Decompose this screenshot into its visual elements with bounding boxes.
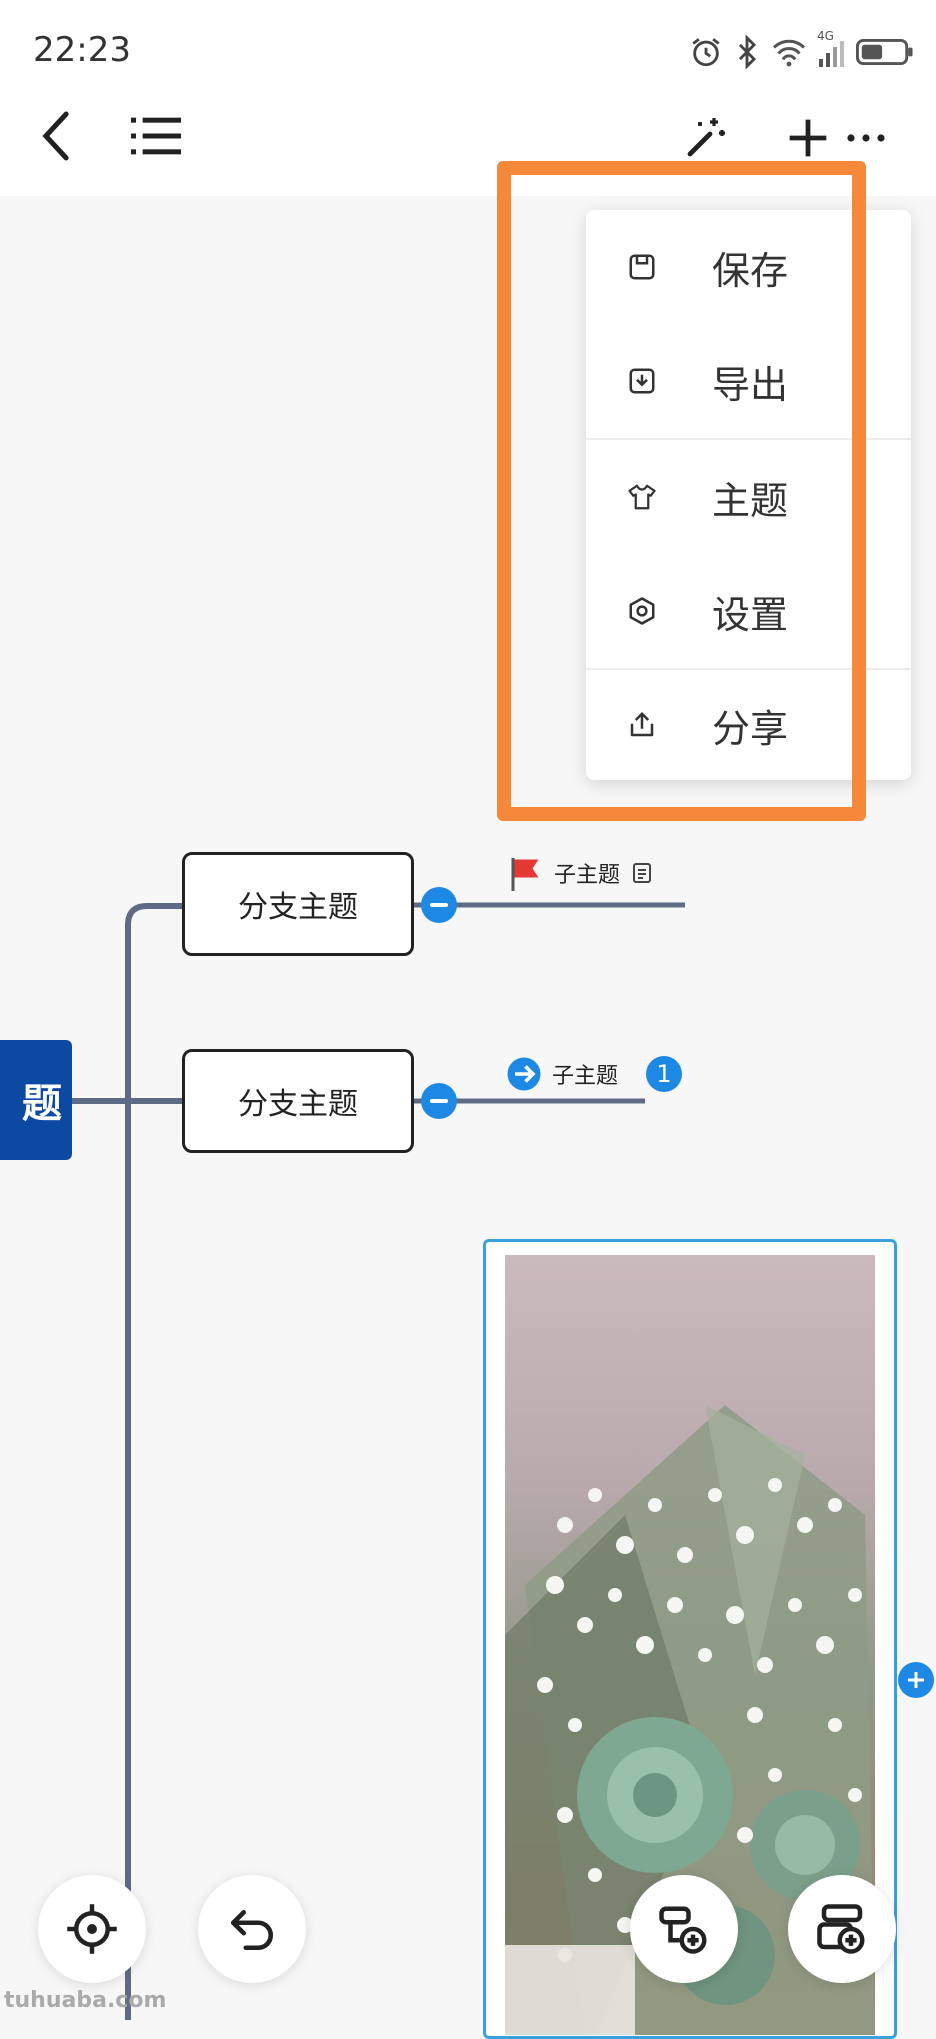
menu-divider bbox=[586, 668, 911, 670]
network-label: 4G bbox=[817, 29, 834, 43]
wifi-icon bbox=[772, 39, 806, 67]
magic-wand-icon bbox=[687, 118, 725, 157]
menu-item-label: 导出 bbox=[712, 362, 789, 407]
menu-item-label: 分享 bbox=[712, 706, 789, 751]
add-child-topic-icon bbox=[659, 1906, 707, 1954]
highlight-annotation bbox=[497, 161, 866, 821]
bouquet-image bbox=[505, 1405, 875, 2035]
menu-item-save[interactable]: 保存 bbox=[586, 210, 911, 324]
more-icon bbox=[847, 134, 885, 142]
undo-icon bbox=[230, 1910, 274, 1951]
settings-icon bbox=[629, 597, 655, 625]
menu-item-label: 保存 bbox=[712, 248, 789, 293]
menu-item-theme[interactable]: 主题 bbox=[586, 440, 911, 554]
menu-item-share[interactable]: 分享 bbox=[586, 668, 911, 782]
locate-button[interactable] bbox=[38, 1875, 146, 1983]
plus-icon bbox=[908, 1672, 924, 1688]
note-icon[interactable] bbox=[630, 861, 654, 885]
menu-item-label: 主题 bbox=[712, 478, 789, 523]
red-flag-icon bbox=[511, 858, 539, 891]
menu-item-settings[interactable]: 设置 bbox=[586, 554, 911, 668]
status-time: 22:23 bbox=[33, 30, 131, 70]
collapse-button[interactable] bbox=[421, 887, 457, 923]
priority-badge-value: 1 bbox=[656, 1060, 672, 1088]
collapse-button[interactable] bbox=[421, 1083, 457, 1119]
menu-divider bbox=[586, 438, 911, 440]
export-icon bbox=[629, 368, 655, 394]
add-sibling-topic-icon bbox=[817, 1904, 865, 1954]
share-icon bbox=[630, 711, 654, 737]
add-icon bbox=[789, 119, 827, 157]
save-icon bbox=[629, 254, 655, 280]
magic-wand-button[interactable] bbox=[680, 110, 732, 166]
add-button[interactable] bbox=[782, 112, 834, 164]
priority-badge: 1 bbox=[646, 1056, 683, 1092]
add-topic-button[interactable] bbox=[898, 1662, 934, 1698]
undo-button[interactable] bbox=[198, 1875, 306, 1983]
outline-button[interactable] bbox=[128, 108, 184, 164]
theme-shirt-icon bbox=[628, 484, 656, 510]
bluetooth-icon bbox=[738, 35, 757, 69]
branch-topic[interactable]: 分支主题 bbox=[182, 852, 414, 956]
subtopic-label: 子主题 bbox=[552, 1064, 619, 1089]
menu-item-label: 设置 bbox=[712, 592, 789, 637]
status-icons: 4G bbox=[689, 29, 914, 74]
more-button[interactable] bbox=[842, 118, 890, 158]
alarm-icon bbox=[692, 38, 720, 67]
4g-signal-icon: 4G bbox=[817, 29, 844, 67]
top-toolbar bbox=[0, 100, 936, 196]
add-child-topic-button[interactable] bbox=[630, 1875, 738, 1983]
watermark: tuhuaba.com bbox=[4, 1988, 167, 2013]
subtopic[interactable]: 子主题 bbox=[506, 855, 654, 891]
root-topic[interactable]: 题 bbox=[0, 1040, 72, 1160]
outline-list-icon bbox=[131, 117, 181, 155]
menu-item-export[interactable]: 导出 bbox=[586, 324, 911, 438]
subtopic[interactable]: 子主题 1 bbox=[506, 1056, 683, 1092]
branch-topic[interactable]: 分支主题 bbox=[182, 1049, 414, 1153]
root-topic-label: 题 bbox=[22, 1081, 62, 1127]
back-button[interactable] bbox=[28, 108, 84, 164]
subtopic-label: 子主题 bbox=[554, 863, 621, 888]
arrow-right-icon bbox=[507, 1057, 541, 1091]
branch-topic-label: 分支主题 bbox=[238, 890, 358, 925]
battery-icon bbox=[856, 38, 913, 66]
branch-topic-label: 分支主题 bbox=[238, 1087, 358, 1122]
add-sibling-topic-button[interactable] bbox=[788, 1875, 896, 1983]
back-icon bbox=[42, 111, 69, 161]
locate-icon bbox=[67, 1904, 117, 1954]
